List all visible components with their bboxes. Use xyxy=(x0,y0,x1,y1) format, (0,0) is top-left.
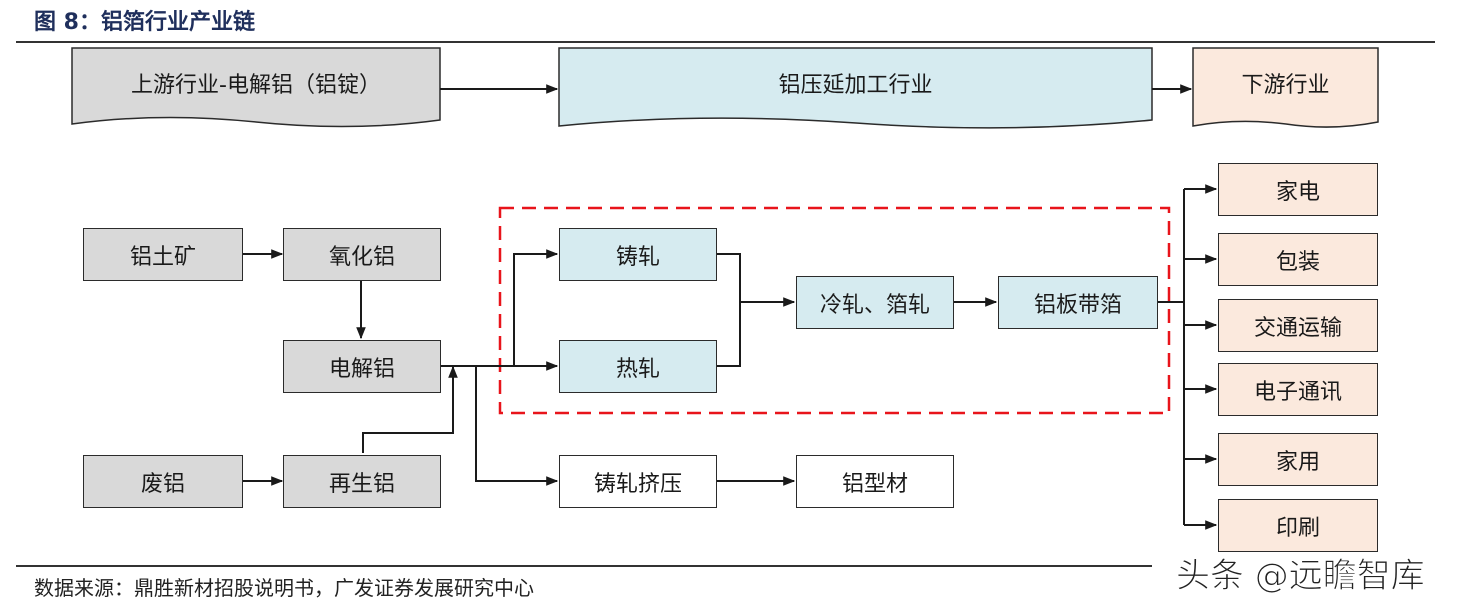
upstream-banner-shape xyxy=(71,47,441,128)
app-electronics-communication: 电子通讯 xyxy=(1218,363,1378,416)
source-divider xyxy=(16,565,1152,567)
arrow-to-cast-rolling xyxy=(513,249,559,366)
node-cast-rolling: 铸轧 xyxy=(559,228,717,281)
arrow-to-cast-extrusion xyxy=(475,366,559,486)
node-cold-foil-rolling: 冷轧、箔轧 xyxy=(796,276,954,329)
app-household: 家用 xyxy=(1218,433,1378,486)
app-home-appliance: 家电 xyxy=(1218,163,1378,216)
processing-banner-shape xyxy=(558,47,1153,129)
app-transportation: 交通运输 xyxy=(1218,299,1378,352)
node-hot-rolling: 热轧 xyxy=(559,340,717,393)
node-recycled-aluminum: 再生铝 xyxy=(283,455,441,508)
title-divider xyxy=(16,41,1435,43)
downstream-banner-label: 下游行业 xyxy=(1241,73,1330,98)
figure-title: 图 8：铝箔行业产业链 xyxy=(34,10,255,35)
node-plate-strip-foil: 铝板带箔 xyxy=(998,276,1158,329)
app-printing: 印刷 xyxy=(1218,499,1378,552)
node-electrolytic-aluminum: 电解铝 xyxy=(283,340,441,393)
app-packaging: 包装 xyxy=(1218,233,1378,286)
downstream-banner-shape xyxy=(1192,47,1379,128)
node-scrap-aluminum: 废铝 xyxy=(83,455,243,508)
core-process-dashed-frame xyxy=(498,206,1171,415)
node-bauxite: 铝土矿 xyxy=(83,228,243,281)
processing-banner-label: 铝压延加工行业 xyxy=(778,73,933,98)
node-cast-extrusion: 铸轧挤压 xyxy=(559,455,717,508)
node-alumina: 氧化铝 xyxy=(283,228,441,281)
line-cast-rolling-out xyxy=(717,253,741,367)
watermark: 头条 @远瞻智库 xyxy=(1176,556,1426,597)
data-source: 数据来源：鼎胜新材招股说明书，广发证券发展研究中心 xyxy=(34,576,534,600)
arrow-recycled-to-electrolytic xyxy=(362,365,458,453)
node-aluminum-profile: 铝型材 xyxy=(796,455,954,508)
upstream-banner-label: 上游行业-电解铝（铝锭） xyxy=(131,73,381,98)
